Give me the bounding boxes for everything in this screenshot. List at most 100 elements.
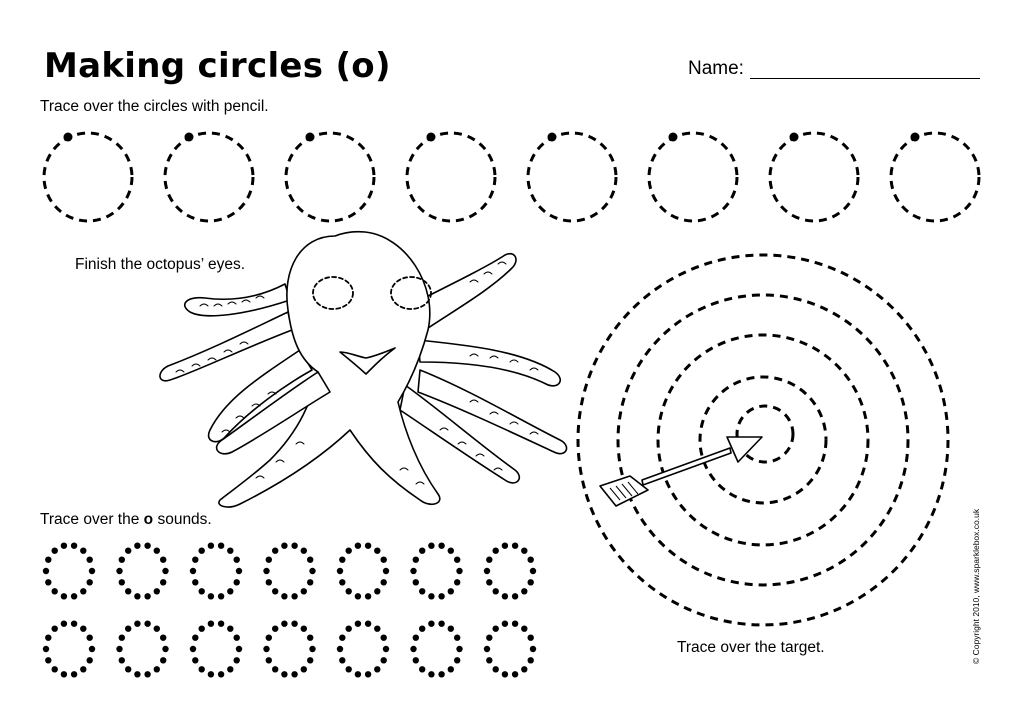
trace-dot xyxy=(51,547,58,554)
trace-dot xyxy=(144,593,151,600)
dotted-o[interactable] xyxy=(116,542,169,600)
trace-dot xyxy=(125,625,132,632)
trace-dot xyxy=(438,542,445,549)
trace-dot xyxy=(456,645,463,653)
trace-dot xyxy=(492,588,499,595)
trace-dot xyxy=(70,593,78,600)
tracing-circle[interactable] xyxy=(768,131,860,223)
dotted-o[interactable] xyxy=(116,620,169,678)
dotted-o[interactable] xyxy=(336,542,390,600)
start-dot xyxy=(910,132,920,142)
dotted-o[interactable] xyxy=(483,542,537,600)
trace-dot xyxy=(354,593,362,600)
trace-dot xyxy=(428,593,435,600)
tracing-circle[interactable] xyxy=(42,131,134,223)
trace-dot xyxy=(521,666,528,673)
trace-dot xyxy=(125,547,132,554)
trace-dot xyxy=(189,645,197,653)
dotted-o[interactable] xyxy=(483,620,537,678)
octopus-illustration xyxy=(159,230,568,508)
trace-dot xyxy=(233,657,240,664)
trace-dot xyxy=(70,620,78,627)
dotted-o[interactable] xyxy=(263,542,316,600)
instruction-trace-o-prefix: Trace over the xyxy=(40,511,144,528)
trace-dot xyxy=(51,588,58,595)
trace-dot xyxy=(511,593,519,600)
tracing-circle[interactable] xyxy=(889,131,981,223)
trace-dot xyxy=(153,547,160,554)
trace-dot xyxy=(309,567,316,575)
dotted-o[interactable] xyxy=(336,620,390,678)
dotted-o[interactable] xyxy=(189,620,243,678)
tracing-circle[interactable] xyxy=(284,131,376,223)
trace-dot xyxy=(428,671,435,678)
trace-dot xyxy=(380,657,387,664)
trace-dot xyxy=(380,634,387,641)
trace-dot xyxy=(300,547,307,554)
trace-dot xyxy=(198,588,205,595)
trace-dot xyxy=(80,666,87,673)
trace-dot xyxy=(272,625,279,632)
trace-dot xyxy=(198,625,205,632)
trace-dot xyxy=(307,556,314,563)
tracing-circles-row[interactable] xyxy=(42,131,981,223)
trace-dot xyxy=(483,567,491,575)
octopus-eye-left-trace[interactable] xyxy=(312,276,354,310)
trace-dot xyxy=(419,588,426,595)
dotted-o[interactable] xyxy=(42,620,96,678)
tracing-circle[interactable] xyxy=(163,131,255,223)
trace-dot xyxy=(527,634,534,641)
trace-dot xyxy=(345,547,352,554)
name-write-line[interactable] xyxy=(750,78,980,79)
tracing-circle[interactable] xyxy=(526,131,618,223)
instruction-trace-circles: Trace over the circles with pencil. xyxy=(40,98,269,115)
trace-dot xyxy=(125,588,132,595)
trace-dot xyxy=(60,542,68,549)
dotted-o[interactable] xyxy=(410,620,463,678)
trace-dot xyxy=(345,625,352,632)
dotted-o[interactable] xyxy=(189,542,243,600)
trace-dot xyxy=(118,556,126,563)
tracing-circle[interactable] xyxy=(647,131,739,223)
tracing-circle[interactable] xyxy=(405,131,497,223)
trace-dot xyxy=(116,567,123,575)
target-circles[interactable] xyxy=(576,253,950,627)
trace-dot xyxy=(160,556,167,563)
trace-dot xyxy=(80,625,87,632)
trace-dot xyxy=(291,671,298,678)
dotted-o[interactable] xyxy=(263,620,316,678)
trace-dot xyxy=(364,620,372,627)
trace-dot xyxy=(153,625,160,632)
trace-dot xyxy=(364,542,372,549)
instruction-trace-o-letter: o xyxy=(143,511,154,528)
start-dot xyxy=(426,132,436,142)
trace-dot xyxy=(438,671,445,678)
trace-dot xyxy=(281,542,288,549)
trace-dot xyxy=(207,593,215,600)
trace-dot xyxy=(428,542,435,549)
trace-dot xyxy=(118,634,126,641)
trace-dot xyxy=(447,666,454,673)
trace-dot xyxy=(217,593,225,600)
trace-dot xyxy=(291,542,298,549)
trace-dot xyxy=(307,579,314,586)
instruction-trace-o: Trace over the o sounds. xyxy=(40,511,212,529)
trace-dot xyxy=(118,579,126,586)
trace-dot xyxy=(410,645,417,653)
dotted-o-grid[interactable] xyxy=(42,542,537,678)
trace-dot xyxy=(428,620,435,627)
dotted-o[interactable] xyxy=(42,542,96,600)
octopus-eye-right-trace[interactable] xyxy=(390,276,432,310)
trace-dot xyxy=(60,593,68,600)
page-title: Making circles (o) xyxy=(44,46,391,86)
dotted-o[interactable] xyxy=(410,542,463,600)
trace-dot xyxy=(511,542,519,549)
trace-dot xyxy=(60,620,68,627)
trace-dot xyxy=(527,556,534,563)
trace-dot xyxy=(134,542,141,549)
trace-dot xyxy=(447,588,454,595)
trace-dot xyxy=(162,645,169,653)
trace-dot xyxy=(70,542,78,549)
trace-dot xyxy=(382,645,390,653)
instruction-finish-eyes: Finish the octopus’ eyes. xyxy=(75,256,246,273)
